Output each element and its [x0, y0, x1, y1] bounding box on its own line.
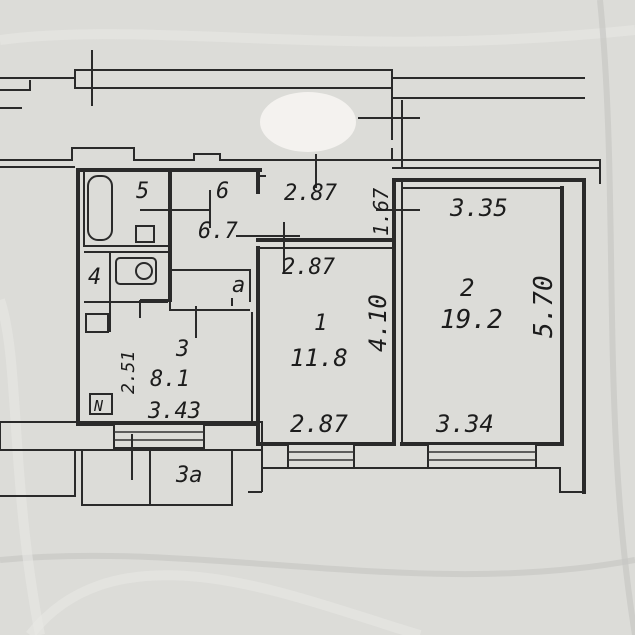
door-marks — [131, 175, 420, 480]
boiler-icon — [89, 393, 113, 415]
paper-crease — [597, 0, 635, 635]
room-1-width-top: 2.87 — [282, 255, 336, 280]
room-3-height: 2.51 — [118, 351, 139, 394]
room-a-number: a — [232, 273, 245, 298]
paper-crease — [0, 552, 635, 578]
boiler-mark: N — [93, 397, 104, 415]
room-2-height: 5.70 — [529, 275, 559, 338]
room-1-width-bottom: 2.87 — [290, 410, 348, 438]
window-room-2 — [427, 443, 537, 469]
paper-crease — [0, 298, 45, 635]
room-1-area: 11.8 — [290, 344, 348, 372]
room-6-number: 6 — [216, 179, 229, 204]
window-room-1 — [287, 443, 355, 469]
room-6-area: 6.7 — [198, 219, 238, 244]
corridor-width: 2.87 — [284, 181, 338, 206]
room-2-width-bottom: 3.34 — [435, 410, 494, 438]
bathtub-icon — [87, 175, 113, 241]
paper-crease — [26, 570, 422, 635]
room-3-number: 3 — [175, 337, 189, 362]
upper-strip — [0, 100, 601, 188]
room-1-number: 1 — [314, 311, 327, 336]
room-3a-number: 3a — [175, 463, 203, 488]
top-outline — [0, 50, 585, 140]
room-2-area: 19.2 — [440, 305, 503, 335]
room-2-width-top: 3.35 — [449, 194, 508, 222]
room-2-number: 2 — [460, 274, 474, 302]
labels: 5 6 6.7 4 a 2.87 1.67 2.87 1 11.8 4.10 2… — [88, 179, 559, 488]
fixtures — [85, 175, 157, 415]
sink-icon — [135, 225, 155, 243]
room-1-height: 4.10 — [364, 294, 392, 352]
erased-mark — [260, 92, 356, 152]
room-3-width: 3.43 — [147, 399, 201, 424]
walls — [76, 168, 586, 494]
window-room-3 — [113, 423, 205, 449]
washbasin-icon — [85, 313, 109, 333]
toilet-bowl-icon — [135, 262, 153, 280]
toilet-icon — [115, 257, 157, 285]
room-5-number: 5 — [136, 179, 149, 204]
corridor-height: 1.67 — [369, 188, 393, 236]
windows — [113, 423, 537, 469]
room-3-area: 8.1 — [150, 367, 190, 392]
room-4-number: 4 — [88, 265, 101, 290]
paper-crease — [0, 25, 635, 47]
